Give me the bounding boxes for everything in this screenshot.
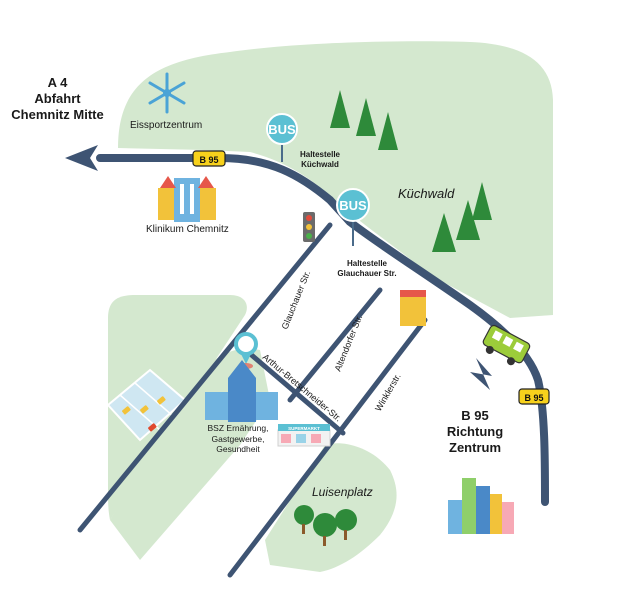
stop-glauchauer-line-1: Haltestelle <box>346 259 388 268</box>
trees-kuechwald <box>330 90 492 252</box>
arrow-b95-direction <box>470 358 492 390</box>
stop-kuechwald-line-2: Küchwald <box>301 160 339 169</box>
label-klinikum: Klinikum Chemnitz <box>146 224 229 235</box>
b95-badge-2-shape <box>518 388 550 405</box>
green-area-luisenplatz <box>265 443 397 572</box>
b95-dir-line-3: Zentrum <box>449 440 501 455</box>
label-stop-kuechwald: Haltestelle Küchwald <box>288 150 352 170</box>
label-bsz: BSZ Ernährung, Gastgewerbe, Gesundheit <box>196 423 280 455</box>
street-altendorfer <box>287 287 383 403</box>
stop-kuechwald-line-1: Haltestelle <box>299 150 341 159</box>
supermarket-sign: SUPERMARKT <box>288 426 320 431</box>
snowflake-icon <box>148 72 186 114</box>
a4-line-3: Chemnitz Mitte <box>11 107 104 122</box>
b95-badge-1: B 95 <box>199 155 218 165</box>
b95-dir-line-2: Richtung <box>446 424 504 439</box>
bus-icon <box>482 324 531 366</box>
hospital-building <box>158 176 216 222</box>
bus-sign-1-text: BUS <box>268 122 296 137</box>
main-road-b95 <box>96 154 549 506</box>
office-building <box>400 290 426 326</box>
supermarket-building <box>277 424 331 447</box>
school-building <box>205 360 278 422</box>
street-glauchauer <box>77 222 333 533</box>
b95-direction-label: B 95 Richtung Zentrum <box>434 408 516 456</box>
b95-dir-line-1: B 95 <box>461 408 489 423</box>
bsz-line-3: Gesundheit <box>216 444 260 454</box>
label-luisenplatz: Luisenplatz <box>312 485 373 499</box>
arrow-a4 <box>65 145 98 171</box>
a4-line-1: A 4 <box>47 75 68 90</box>
city-skyline <box>448 478 514 534</box>
street-label-winkler: Winklerstr. <box>373 372 403 413</box>
b95-badge-2: B 95 <box>524 393 543 403</box>
b95-badge-1-shape <box>192 150 226 167</box>
label-eissportzentrum: Eissportzentrum <box>130 120 203 131</box>
bus-stop-icon <box>266 113 298 162</box>
bus-stop-icon <box>336 188 370 246</box>
label-stop-glauchauer: Haltestelle Glauchauer Str. <box>327 259 407 279</box>
a4-exit-label: A 4 Abfahrt Chemnitz Mitte <box>10 75 105 123</box>
bus-sign-2-text: BUS <box>339 198 367 213</box>
stop-glauchauer-line-2: Glauchauer Str. <box>337 269 397 278</box>
bsz-line-1: BSZ Ernährung, <box>207 423 269 433</box>
trees-luisenplatz <box>294 505 357 546</box>
traffic-light-icon <box>303 212 315 242</box>
street-arthur-bretschneider <box>245 349 346 436</box>
bsz-line-2: Gastgewerbe, <box>211 433 265 444</box>
label-kuechwald: Küchwald <box>398 186 455 201</box>
street-winkler <box>227 317 428 578</box>
a4-line-2: Abfahrt <box>34 91 81 106</box>
